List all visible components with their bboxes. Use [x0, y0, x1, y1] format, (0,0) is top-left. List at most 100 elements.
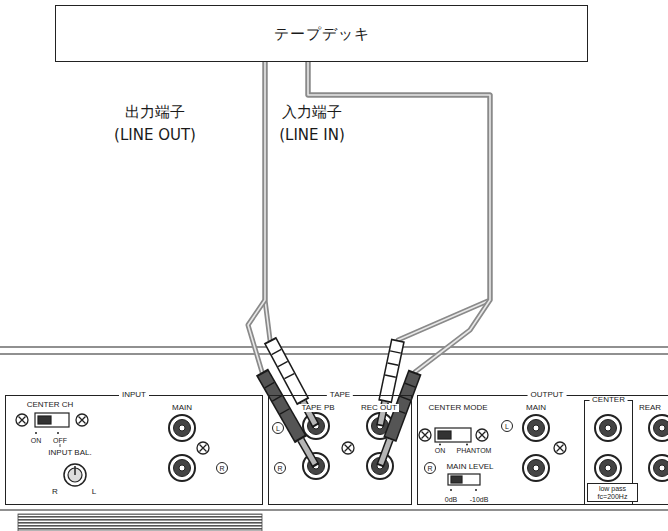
jack-label: REC OUT — [359, 404, 399, 412]
terminal-label: 入力端子 — [282, 105, 342, 120]
filter-note: low pass fc=200Hz — [587, 483, 638, 502]
jack-ring — [169, 415, 195, 441]
plug-sleeve — [301, 440, 316, 466]
channel-mark: R — [216, 462, 228, 474]
plug-grip — [400, 396, 410, 400]
screw-slot — [345, 445, 352, 452]
screw — [16, 414, 28, 426]
jack-sleeve — [600, 460, 617, 477]
screw-slot — [479, 432, 486, 439]
section-heading: INPUT — [119, 391, 149, 399]
plug-grip — [272, 349, 282, 354]
center-group: CENTERlow pass fc=200Hz — [584, 400, 633, 505]
screw — [197, 442, 209, 454]
jack-ring — [595, 455, 621, 481]
jack-group — [16, 413, 668, 481]
jack-pin — [659, 465, 665, 471]
switch-position: ON — [31, 437, 42, 444]
knob-mark: R — [52, 488, 58, 496]
plug-grip — [388, 363, 399, 365]
plug-grip — [280, 409, 290, 414]
jack-sleeve — [528, 420, 545, 437]
jack-pin — [605, 425, 611, 431]
panel-edge — [0, 347, 668, 510]
switch-position: 0dB — [445, 496, 457, 503]
channel-mark: R — [424, 462, 436, 474]
indicator-dot — [35, 432, 477, 491]
control-label: CENTER MODE — [428, 404, 487, 412]
channel-mark: L — [501, 420, 513, 432]
plug-grip — [385, 375, 396, 377]
plug-grip — [284, 374, 294, 379]
bracket-line — [60, 444, 61, 447]
terminal-label: (LINE OUT) — [114, 128, 196, 143]
knob-mark: L — [92, 488, 96, 496]
jack-ring — [523, 455, 549, 481]
terminal-label: (LINE IN) — [279, 128, 345, 143]
jack-label: MAIN — [526, 404, 546, 412]
switch-position: OFF — [53, 437, 67, 444]
section-heading: TAPE — [327, 391, 353, 399]
jack-sleeve — [174, 460, 191, 477]
plug-grip — [272, 396, 282, 401]
switch-position: -10dB — [470, 496, 489, 503]
switch — [35, 413, 480, 485]
rca-plug — [385, 340, 398, 402]
screw-slot — [557, 445, 564, 452]
plug-grip — [405, 383, 415, 387]
jack-pin — [179, 425, 185, 431]
jack-label: REAR — [639, 404, 661, 412]
jack-pin — [659, 425, 665, 431]
jack-label: MAIN — [172, 404, 192, 412]
input-section: INPUT — [5, 395, 263, 505]
rca-plug-body — [385, 342, 397, 400]
node-text: テープデッキ — [274, 25, 370, 43]
jack-pin — [179, 465, 185, 471]
jack-pin — [533, 425, 539, 431]
section-heading: OUTPUT — [528, 391, 567, 399]
jack-ring — [595, 415, 621, 441]
screw — [476, 429, 488, 441]
jack-ring — [169, 455, 195, 481]
jack-pin — [605, 465, 611, 471]
plug-sleeve-metal — [301, 440, 315, 464]
jack-pin — [533, 465, 539, 471]
screw — [76, 414, 88, 426]
control-label: CENTER CH — [27, 401, 74, 409]
plug-grip — [390, 351, 401, 353]
jack-ring — [523, 415, 549, 441]
jack-sleeve — [528, 460, 545, 477]
jack-label: TAPE PB — [299, 404, 336, 412]
jack-ring — [649, 415, 668, 441]
switch-position: ON — [435, 447, 446, 454]
tape-deck: テープデッキ — [55, 5, 588, 62]
plug-sleeve-metal — [381, 440, 390, 464]
plug-grip — [265, 382, 275, 387]
plug-grip — [278, 361, 288, 366]
channel-mark: L — [272, 422, 284, 434]
jack-sleeve — [654, 460, 668, 477]
node-text: low pass fc=200Hz — [588, 485, 637, 500]
channel-mark: R — [274, 462, 286, 474]
switch-position: PHANTOM — [457, 447, 492, 454]
screw-slot — [79, 417, 86, 424]
screw — [554, 442, 566, 454]
screw-slot — [19, 417, 26, 424]
foot-block — [18, 514, 262, 531]
screw-slot — [200, 445, 207, 452]
control-label: MAIN LEVEL — [446, 463, 493, 471]
control-label: INPUT BAL. — [48, 449, 91, 457]
jack-sleeve — [174, 420, 191, 437]
screw — [342, 442, 354, 454]
balance-knob — [64, 464, 86, 486]
jack-ring — [649, 455, 668, 481]
terminal-label: 出力端子 — [125, 105, 185, 120]
plug-sleeve — [380, 440, 390, 466]
section-heading: CENTER — [589, 396, 628, 404]
jack-sleeve — [600, 420, 617, 437]
jack-sleeve — [654, 420, 668, 437]
